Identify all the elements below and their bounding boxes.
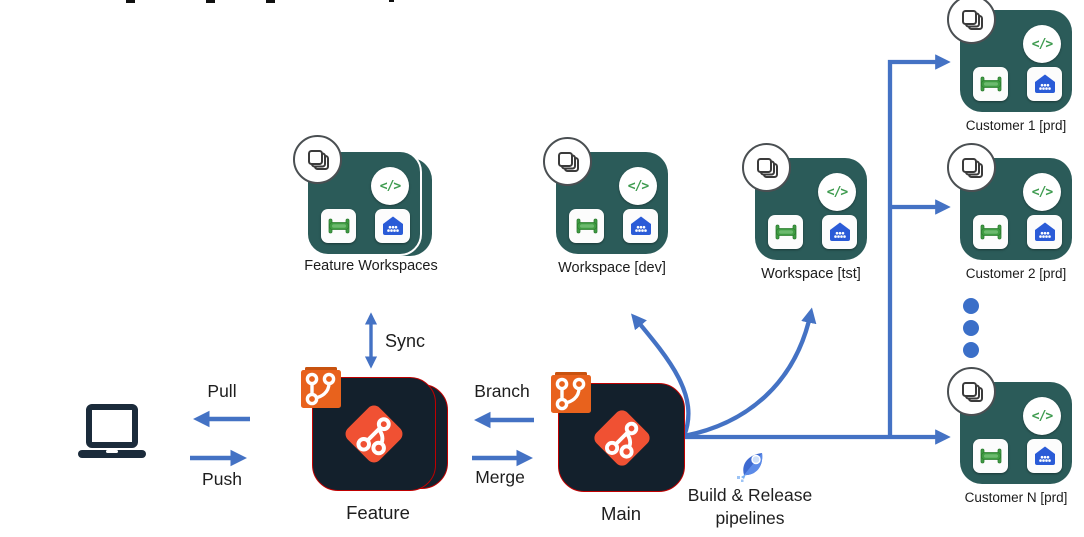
main-to-tst-curve-arrow: [683, 307, 817, 439]
code-icon: </>: [371, 167, 409, 205]
feature-repo: [312, 377, 436, 491]
vertical-ellipsis-dots: [963, 298, 979, 358]
lakehouse-icon: [822, 215, 857, 249]
layers-badge-icon: [543, 137, 592, 186]
layers-badge-icon: [947, 367, 996, 416]
trunk-to-customer-1-arrow: [887, 54, 951, 437]
cropped-text-artifact: [126, 0, 135, 3]
code-icon: </>: [818, 173, 856, 211]
pipeline-bench-icon: [973, 439, 1008, 473]
workspace-label: Workspace [tst]: [761, 266, 861, 282]
layers-badge-icon: [293, 135, 342, 184]
git-logo-icon: [345, 405, 403, 463]
code-icon: </>: [1023, 397, 1061, 435]
merge-label: Merge: [475, 467, 525, 487]
code-icon: </>: [1023, 25, 1061, 63]
workspace-tst: </> Workspace [tst]: [742, 143, 867, 282]
pull-label: Pull: [207, 381, 237, 401]
sync-label: Sync: [385, 331, 426, 351]
lakehouse-icon: [375, 209, 410, 243]
pipeline-bench-icon: [569, 209, 604, 243]
push-label: Push: [202, 469, 242, 489]
lakehouse-icon: [1027, 67, 1062, 101]
workspace-customer-2: </> Customer 2 [prd]: [947, 143, 1072, 281]
main-repo-label: Main: [600, 503, 642, 524]
pipelines-rocket-icon: [737, 453, 763, 482]
pipeline-bench-icon: [321, 209, 356, 243]
workspace-customer-1: </> Customer 1 [prd]: [947, 0, 1072, 133]
laptop-icon: [78, 404, 146, 458]
workspace-dev: </> Workspace [dev]: [543, 137, 668, 276]
code-icon: </>: [1023, 173, 1061, 211]
pipelines-label: Build & Release pipelines: [688, 484, 813, 530]
lakehouse-icon: [1027, 439, 1062, 473]
pipeline-bench-icon: [768, 215, 803, 249]
pipelines-label-line2: pipelines: [715, 508, 785, 528]
lakehouse-icon: [623, 209, 658, 243]
layers-badge-icon: [947, 0, 996, 44]
pipelines-label-line1: Build & Release: [687, 485, 813, 505]
git-logo-icon: [593, 409, 650, 466]
git-branch-badge-icon: [551, 372, 591, 413]
layers-badge-icon: [742, 143, 791, 192]
workspace-label: Workspace [dev]: [558, 260, 666, 276]
pipeline-bench-icon: [973, 215, 1008, 249]
cropped-text-artifact: [206, 0, 215, 3]
branch-label: Branch: [474, 381, 530, 401]
code-icon: </>: [619, 167, 657, 205]
workspace-label: Customer N [prd]: [964, 490, 1068, 505]
cropped-text-artifact: [266, 0, 275, 3]
cropped-text-artifact: [389, 0, 394, 2]
lakehouse-icon: [1027, 215, 1062, 249]
workspace-box: </>: [556, 152, 668, 254]
workspace-box: </>: [960, 158, 1072, 260]
workspace-label: Customer 1 [prd]: [965, 118, 1067, 133]
workspace-label: Feature Workspaces: [304, 258, 438, 274]
workspace-customer-n: </> Customer N [prd]: [947, 367, 1072, 505]
workspace-feature: </> Feature Workspaces: [293, 135, 438, 274]
feature-repo-label: Feature: [346, 502, 410, 523]
layers-badge-icon: [947, 143, 996, 192]
workspace-label: Customer 2 [prd]: [965, 266, 1067, 281]
git-branch-badge-icon: [301, 367, 341, 408]
pipeline-bench-icon: [973, 67, 1008, 101]
